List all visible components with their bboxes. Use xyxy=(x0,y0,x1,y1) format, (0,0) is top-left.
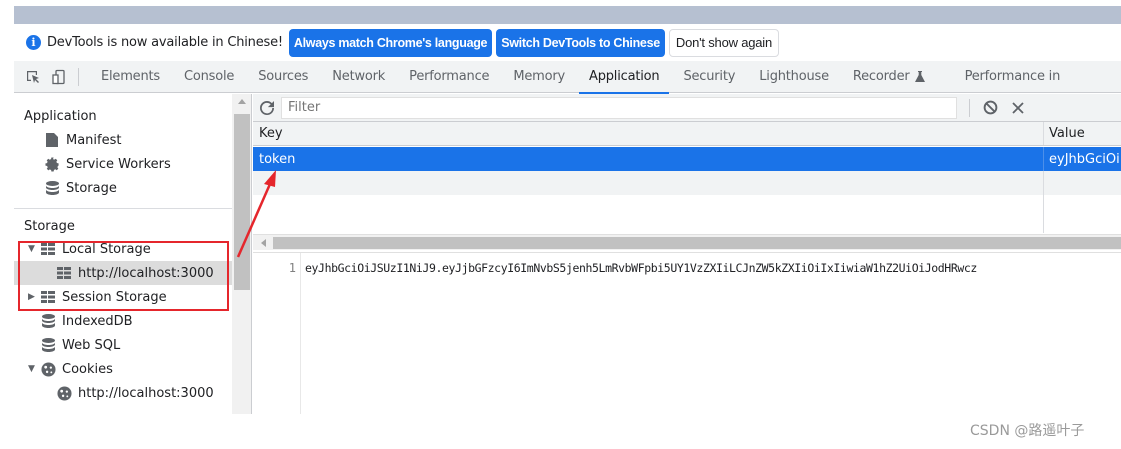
sidebar-item-cookies-localhost[interactable]: http://localhost:3000 xyxy=(14,381,232,405)
sidebar-item-storage[interactable]: Storage xyxy=(14,176,232,200)
grid-icon xyxy=(56,265,72,281)
expand-triangle-icon[interactable]: ▼ xyxy=(28,364,35,374)
sidebar-item-indexeddb[interactable]: IndexedDB xyxy=(14,309,232,333)
tab-console[interactable]: Console xyxy=(184,69,235,84)
flask-icon xyxy=(914,71,925,82)
tab-elements[interactable]: Elements xyxy=(101,69,160,84)
sidebar-item-label: http://localhost:3000 xyxy=(78,265,214,281)
local-storage-panel: Key Value token eyJhbGciOi 1 xyxy=(253,94,1121,414)
grid-icon xyxy=(40,289,56,305)
application-sidebar: Application Manifest Service Workers Sto… xyxy=(14,94,232,414)
grid-icon xyxy=(40,241,56,257)
cookie-icon xyxy=(56,385,72,401)
csdn-watermark: CSDN @路遥叶子 xyxy=(970,423,1085,439)
toolbar-divider xyxy=(969,98,970,117)
scroll-up-icon[interactable] xyxy=(238,99,246,104)
collapse-triangle-icon[interactable]: ▶ xyxy=(28,292,35,302)
tab-recorder-label: Recorder xyxy=(852,69,910,84)
database-icon xyxy=(44,180,60,196)
cookie-icon xyxy=(40,361,56,377)
sidebar-item-label: Service Workers xyxy=(66,156,171,172)
filter-input[interactable] xyxy=(281,96,957,119)
table-header: Key Value xyxy=(253,122,1121,146)
tab-lighthouse[interactable]: Lighthouse xyxy=(759,69,829,84)
dont-show-again-button[interactable]: Don't show again xyxy=(668,28,780,57)
sidebar-item-label: Storage xyxy=(66,180,117,196)
expand-triangle-icon[interactable]: ▼ xyxy=(28,244,35,254)
switch-to-chinese-button[interactable]: Switch DevTools to Chinese xyxy=(496,28,665,57)
sidebar-item-label: Cookies xyxy=(62,361,113,377)
sidebar-item-manifest[interactable]: Manifest xyxy=(14,128,232,152)
table-filler xyxy=(253,195,1121,233)
tab-security[interactable]: Security xyxy=(683,69,736,84)
tab-performance[interactable]: Performance xyxy=(409,69,490,84)
value-preview-editor[interactable]: 1 eyJhbGciOiJSUzI1NiJ9.eyJjbGFzcyI6ImNvb… xyxy=(253,252,1121,414)
sidebar-item-session-storage[interactable]: ▶ Session Storage xyxy=(14,285,232,309)
sidebar-item-label: Manifest xyxy=(66,132,122,148)
devtools-window: i DevTools is now available in Chinese! … xyxy=(14,0,1121,414)
sidebar-item-label: http://localhost:3000 xyxy=(78,385,214,401)
scroll-left-icon[interactable] xyxy=(261,239,266,247)
language-infobar: i DevTools is now available in Chinese! … xyxy=(14,24,1121,61)
horizontal-scroll-thumb[interactable] xyxy=(273,237,1121,249)
storage-table: Key Value token eyJhbGciOi xyxy=(253,122,1121,234)
sidebar-scroll-thumb[interactable] xyxy=(234,114,250,290)
delete-selected-icon[interactable] xyxy=(1008,98,1028,118)
info-icon: i xyxy=(26,35,41,50)
refresh-icon[interactable] xyxy=(253,94,281,122)
tab-recorder[interactable]: Recorder xyxy=(841,61,937,93)
sidebar-item-label: Local Storage xyxy=(62,241,151,257)
panel-tabbar: Elements Console Sources Network Perform… xyxy=(14,61,1121,94)
tab-performance-insights[interactable]: Performance in xyxy=(964,69,1061,84)
inspect-element-icon[interactable] xyxy=(22,66,44,88)
tab-memory[interactable]: Memory xyxy=(513,69,565,84)
column-header-key[interactable]: Key xyxy=(259,126,283,141)
sidebar-scrollbar[interactable] xyxy=(232,94,252,414)
line-number: 1 xyxy=(288,261,296,275)
sidebar-item-web-sql[interactable]: Web SQL xyxy=(14,333,232,357)
sidebar-divider xyxy=(14,208,232,209)
sidebar-heading-application: Application xyxy=(24,108,97,124)
table-horizontal-scrollbar[interactable] xyxy=(253,234,1121,250)
table-row[interactable]: token eyJhbGciOi xyxy=(253,147,1121,171)
line-gutter: 1 xyxy=(253,253,301,414)
sidebar-item-service-workers[interactable]: Service Workers xyxy=(14,152,232,176)
sidebar-item-local-storage[interactable]: ▼ Local Storage xyxy=(14,237,232,261)
sidebar-item-label: IndexedDB xyxy=(62,313,133,329)
tab-application[interactable]: Application xyxy=(577,61,671,94)
row-value[interactable]: eyJhbGciOi xyxy=(1043,147,1121,171)
tab-sources[interactable]: Sources xyxy=(258,69,309,84)
sidebar-heading-storage: Storage xyxy=(24,218,75,234)
device-toolbar-icon[interactable] xyxy=(48,66,70,88)
token-value-text[interactable]: eyJhbGciOiJSUzI1NiJ9.eyJjbGFzcyI6ImNvbS5… xyxy=(305,261,977,275)
toolbar-divider xyxy=(78,67,79,86)
window-titlebar xyxy=(14,6,1121,24)
tab-network[interactable]: Network xyxy=(332,69,386,84)
sidebar-item-label: Session Storage xyxy=(62,289,167,305)
gear-icon xyxy=(44,156,60,172)
clear-all-icon[interactable] xyxy=(980,98,1000,118)
always-match-language-button[interactable]: Always match Chrome's language xyxy=(288,28,493,57)
sidebar-item-label: Web SQL xyxy=(62,337,121,353)
database-icon xyxy=(40,337,56,353)
sidebar-item-cookies[interactable]: ▼ Cookies xyxy=(14,357,232,381)
database-icon xyxy=(40,313,56,329)
infobar-message: DevTools is now available in Chinese! xyxy=(47,35,283,50)
column-header-value[interactable]: Value xyxy=(1043,122,1121,145)
storage-toolbar xyxy=(253,94,1121,122)
row-key[interactable]: token xyxy=(259,151,296,167)
file-icon xyxy=(44,132,60,148)
sidebar-item-local-storage-localhost[interactable]: http://localhost:3000 xyxy=(14,261,232,285)
table-row-empty[interactable] xyxy=(253,171,1121,195)
